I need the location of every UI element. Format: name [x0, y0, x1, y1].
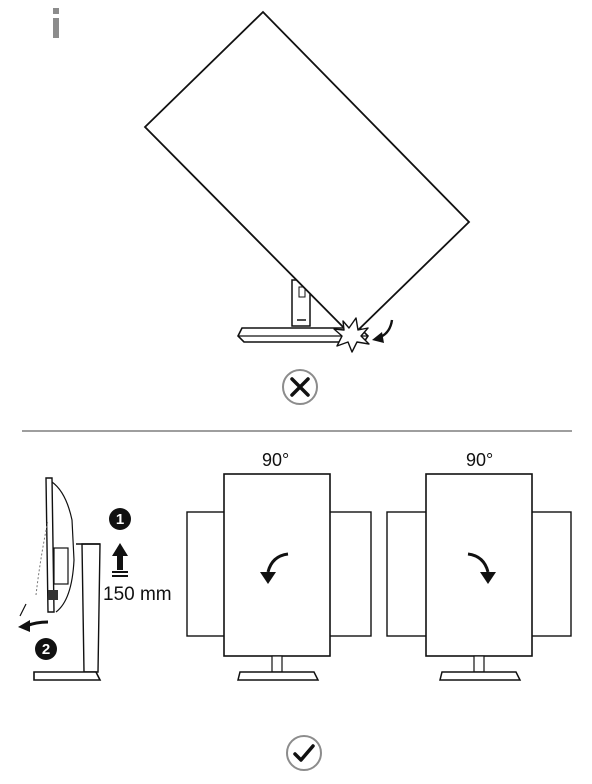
collision-burst-icon — [333, 317, 370, 353]
side-view-illustration — [18, 477, 128, 681]
step-two-badge: 2 — [35, 638, 57, 660]
rotate-counterclockwise-illustration — [186, 473, 372, 681]
incorrect-rotation-illustration — [143, 10, 471, 353]
check-circle-icon — [286, 735, 322, 771]
info-icon — [53, 8, 59, 38]
tilted-monitor — [143, 10, 471, 338]
rotate-clockwise-illustration — [386, 473, 572, 681]
rotation-arrow-icon — [372, 319, 394, 343]
step-one-badge: 1 — [109, 508, 131, 530]
section-divider — [22, 430, 572, 432]
height-label: 150 mm — [103, 584, 172, 605]
rotation-left-label: 90° — [262, 450, 290, 470]
step-two-number: 2 — [42, 641, 50, 658]
x-circle-icon — [282, 369, 318, 405]
step-one-number: 1 — [116, 511, 124, 528]
rotation-right-label: 90° — [466, 450, 494, 470]
